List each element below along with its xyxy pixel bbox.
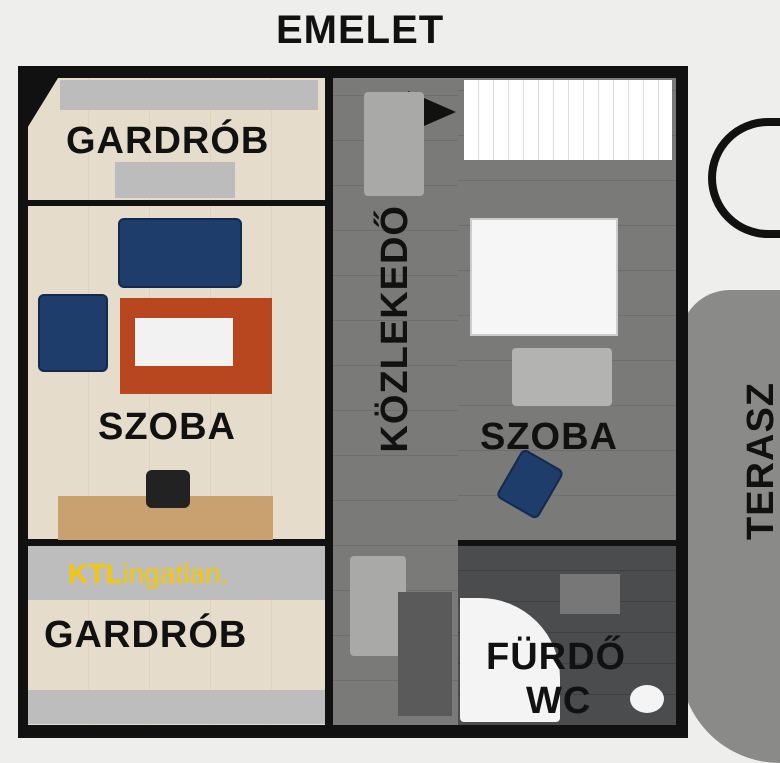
rug bbox=[364, 92, 424, 196]
room-label-gardrob-bottom: GARDRÓB bbox=[44, 614, 248, 656]
room-label-wc: WC bbox=[526, 680, 592, 722]
logo-brand: KTL bbox=[68, 558, 123, 589]
room-label-furdo: FÜRDŐ bbox=[486, 636, 627, 678]
sofa bbox=[118, 218, 242, 288]
toilet bbox=[630, 685, 664, 713]
room-label-szoba-right: SZOBA bbox=[480, 416, 618, 458]
room-label-szoba-left: SZOBA bbox=[98, 406, 236, 448]
room-label-terasz: TERASZ bbox=[740, 382, 780, 540]
shelf bbox=[60, 80, 318, 110]
floor-title: EMELET bbox=[276, 8, 445, 52]
shelf bbox=[28, 546, 325, 600]
chair bbox=[146, 470, 190, 508]
room-label-gardrob-top: GARDRÓB bbox=[66, 120, 270, 162]
room-label-kozlekedo: KÖZLEKEDŐ bbox=[374, 205, 416, 453]
shelf bbox=[115, 162, 235, 198]
logo: KTLingatlan. bbox=[68, 558, 228, 590]
bench bbox=[398, 592, 452, 716]
sink bbox=[560, 574, 620, 614]
rug bbox=[350, 556, 406, 656]
bed bbox=[470, 218, 618, 336]
terrace bbox=[680, 290, 780, 763]
rug bbox=[512, 348, 612, 406]
compass-icon bbox=[708, 118, 780, 238]
stairs bbox=[464, 80, 672, 160]
logo-suffix: ingatlan. bbox=[122, 558, 229, 589]
shelf bbox=[28, 690, 325, 724]
coffee-table bbox=[135, 318, 233, 366]
armchair bbox=[38, 294, 108, 372]
